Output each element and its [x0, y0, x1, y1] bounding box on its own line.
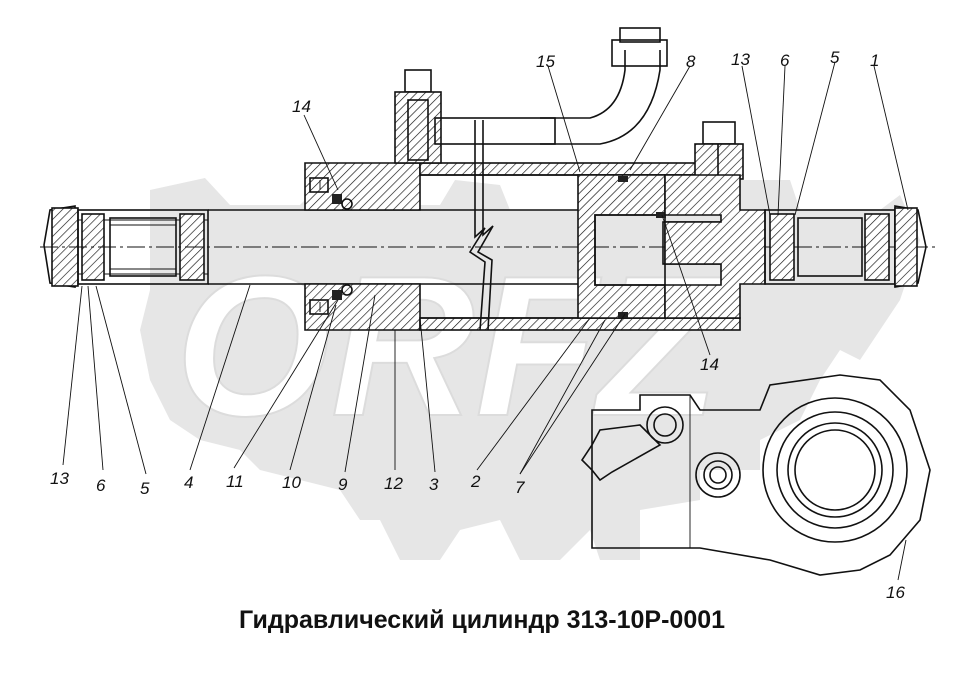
callout-9: 9: [338, 475, 348, 494]
right-bottom-eye: [764, 205, 927, 288]
callout-16: 16: [886, 583, 905, 602]
callout-5-right: 5: [830, 48, 840, 67]
callout-4: 4: [184, 473, 193, 492]
watermark-logo: ORFZ: [140, 178, 920, 560]
callout-11: 11: [226, 472, 244, 491]
callout-7: 7: [515, 478, 525, 497]
callout-12: 12: [384, 474, 403, 493]
left-rod-eye: [43, 205, 209, 288]
drawing-title: Гидравлический цилиндр 313-10Р-0001: [238, 606, 726, 634]
callout-6-right: 6: [780, 51, 790, 70]
callout-1: 1: [870, 51, 879, 70]
callout-14-top: 14: [292, 97, 311, 116]
watermark-text: ORFZ: [175, 235, 726, 458]
cylinder-gland: [304, 162, 421, 331]
callout-8: 8: [686, 52, 696, 71]
callout-3: 3: [429, 475, 439, 494]
callout-14-mid: 14: [700, 355, 719, 374]
callout-2: 2: [470, 472, 481, 491]
callout-6-left: 6: [96, 476, 106, 495]
callout-15: 15: [536, 52, 555, 71]
lever-bracket: [580, 374, 931, 576]
callout-13-left: 13: [50, 469, 69, 488]
callout-5-left: 5: [140, 479, 150, 498]
port-fitting-left: [394, 27, 668, 164]
leader-lines: [62, 61, 909, 581]
callout-13-right: 13: [731, 50, 750, 69]
callout-10: 10: [282, 473, 301, 492]
cylinder-bottom-head: [664, 174, 766, 319]
